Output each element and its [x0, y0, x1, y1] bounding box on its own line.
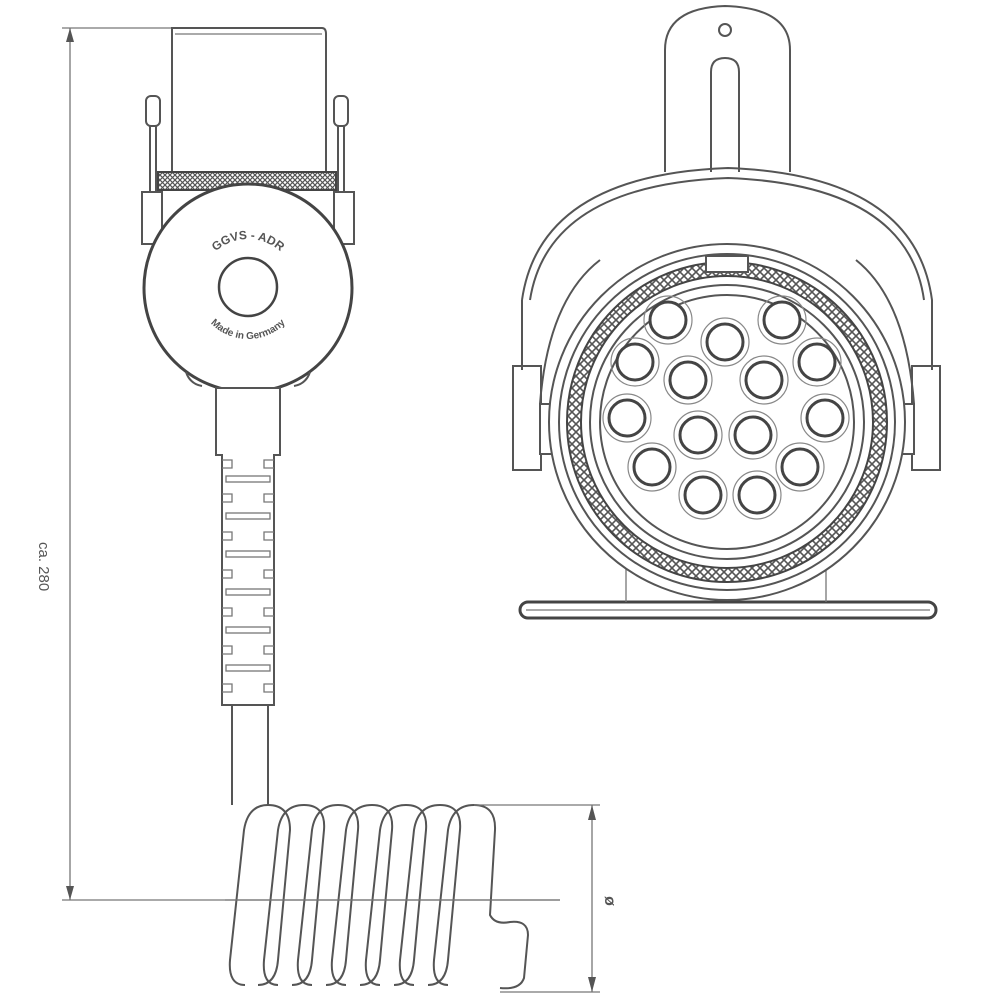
pin-hole — [648, 300, 688, 340]
pin-hole — [683, 475, 723, 515]
pin-hole — [733, 415, 773, 455]
coil-diameter-label: ø — [600, 896, 618, 906]
cap-center-hole — [217, 256, 279, 318]
mounting-tab — [664, 4, 791, 172]
coil-diameter-dimension — [474, 804, 600, 993]
latch-hinge-right — [333, 95, 349, 195]
pin-hole — [737, 475, 777, 515]
pin-hole — [615, 342, 655, 382]
pin-hole — [744, 360, 784, 400]
side-view-plug: GGVS - ADR Made in Germany — [141, 27, 560, 990]
pin-hole — [607, 398, 647, 438]
pin-hole — [762, 300, 802, 340]
pin-hole — [805, 398, 845, 438]
front-view-socket — [512, 4, 941, 620]
pin-holes — [607, 300, 845, 515]
pin-hole — [797, 342, 837, 382]
pin-hole — [678, 415, 718, 455]
strain-relief — [215, 387, 281, 805]
latch-hinge-left — [145, 95, 161, 195]
pin-hole — [705, 322, 745, 362]
coiled-cable — [228, 803, 530, 990]
pin-hole — [632, 447, 672, 487]
length-dimension-label: ca. 280 — [35, 542, 52, 592]
pin-hole — [780, 447, 820, 487]
pin-hole — [668, 360, 708, 400]
